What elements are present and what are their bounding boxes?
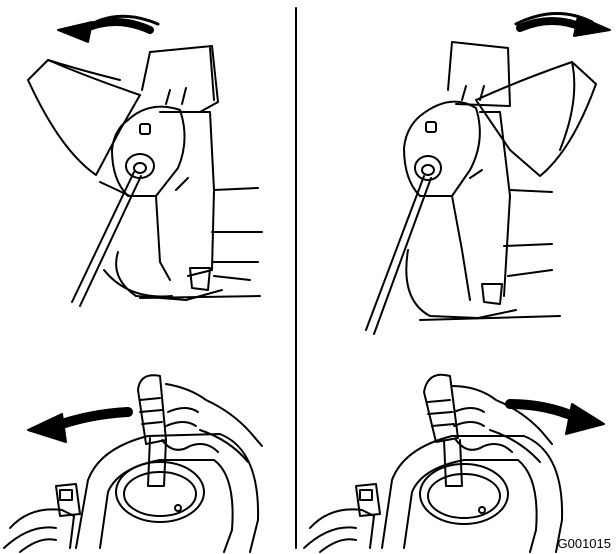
- chute-illustration-right: [366, 13, 610, 334]
- push-left-arrow: [56, 412, 128, 426]
- push-right-arrow: [510, 404, 578, 418]
- joystick-illustration-left: [4, 375, 262, 552]
- chute-illustration-left: [28, 16, 262, 306]
- joystick-illustration-right: [304, 375, 604, 552]
- figure-code: G001015: [558, 536, 612, 551]
